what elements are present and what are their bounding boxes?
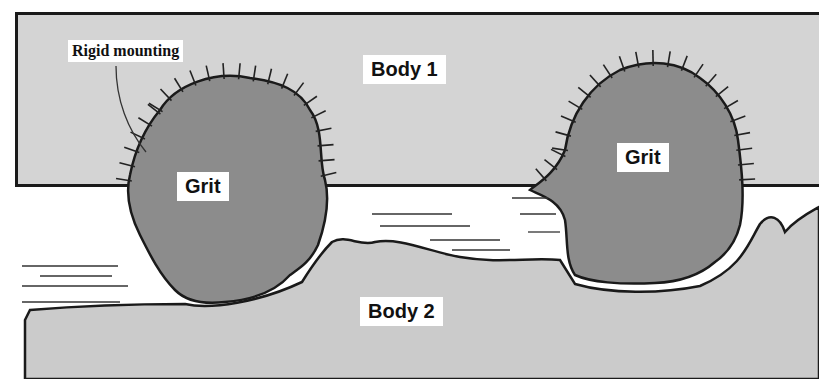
mounting-tick bbox=[119, 163, 134, 167]
mounting-tick bbox=[636, 52, 639, 68]
mounting-tick bbox=[561, 116, 576, 122]
mounting-tick bbox=[239, 63, 240, 79]
leader-line bbox=[116, 66, 146, 152]
mounting-tick bbox=[736, 148, 752, 150]
mounting-tick bbox=[190, 71, 196, 86]
grit-particle-outline bbox=[125, 68, 335, 308]
mounting-tick bbox=[738, 164, 754, 166]
mounting-tick bbox=[318, 145, 334, 146]
mounting-tick bbox=[652, 50, 654, 66]
mounting-tick bbox=[694, 64, 703, 77]
mounting-tick bbox=[590, 75, 601, 87]
mounting-tick bbox=[316, 128, 332, 131]
mounting-tick bbox=[319, 160, 335, 161]
grit-particle-outline bbox=[525, 55, 775, 290]
mounting-tick bbox=[556, 132, 571, 136]
mounting-tick bbox=[311, 111, 325, 118]
mounting-tick bbox=[734, 133, 750, 136]
mounting-tick bbox=[619, 56, 624, 71]
lower-body-path bbox=[25, 207, 819, 379]
mounting-tick bbox=[321, 172, 337, 176]
mounting-tick bbox=[268, 69, 272, 85]
part-name: Grit bbox=[177, 172, 229, 201]
mounting-tick bbox=[739, 178, 755, 181]
mounting-tick bbox=[681, 56, 687, 71]
mounting-tick bbox=[131, 132, 145, 139]
mounting-tick bbox=[569, 101, 583, 109]
mounting-tick bbox=[223, 63, 224, 79]
grit-particle-path bbox=[530, 63, 743, 284]
grit-particle: Grit bbox=[125, 68, 335, 308]
mounting-tick bbox=[536, 169, 547, 181]
mounting-tick bbox=[724, 101, 738, 109]
mounting-tick bbox=[304, 96, 317, 105]
mounting-tick bbox=[578, 87, 590, 97]
mounting-tick bbox=[294, 83, 304, 96]
mounting-tick bbox=[206, 66, 210, 82]
mounting-tick bbox=[545, 160, 558, 170]
mounting-tick bbox=[552, 148, 568, 150]
callout-label: Rigid mounting bbox=[68, 40, 183, 62]
part-name: Body 2 bbox=[360, 297, 443, 326]
mounting-tick bbox=[175, 78, 183, 92]
mounting-tick bbox=[138, 118, 152, 126]
mounting-tick bbox=[668, 51, 671, 67]
mounting-tick bbox=[551, 149, 565, 156]
mounting-tick bbox=[124, 147, 139, 152]
mounting-tick bbox=[706, 74, 717, 86]
mounting-tick bbox=[116, 179, 132, 182]
grit-particle: Grit bbox=[525, 55, 775, 290]
mounting-tick bbox=[730, 116, 745, 122]
mounting-tick bbox=[603, 65, 612, 78]
part-name: Body 1 bbox=[363, 55, 446, 84]
grit-particle-path bbox=[128, 76, 327, 303]
mounting-tick bbox=[253, 66, 255, 82]
mounting-tick bbox=[148, 104, 161, 114]
mounting-tick bbox=[160, 89, 171, 101]
part-name: Grit bbox=[617, 143, 669, 172]
mounting-tick bbox=[282, 74, 288, 89]
mounting-tick bbox=[716, 87, 728, 97]
